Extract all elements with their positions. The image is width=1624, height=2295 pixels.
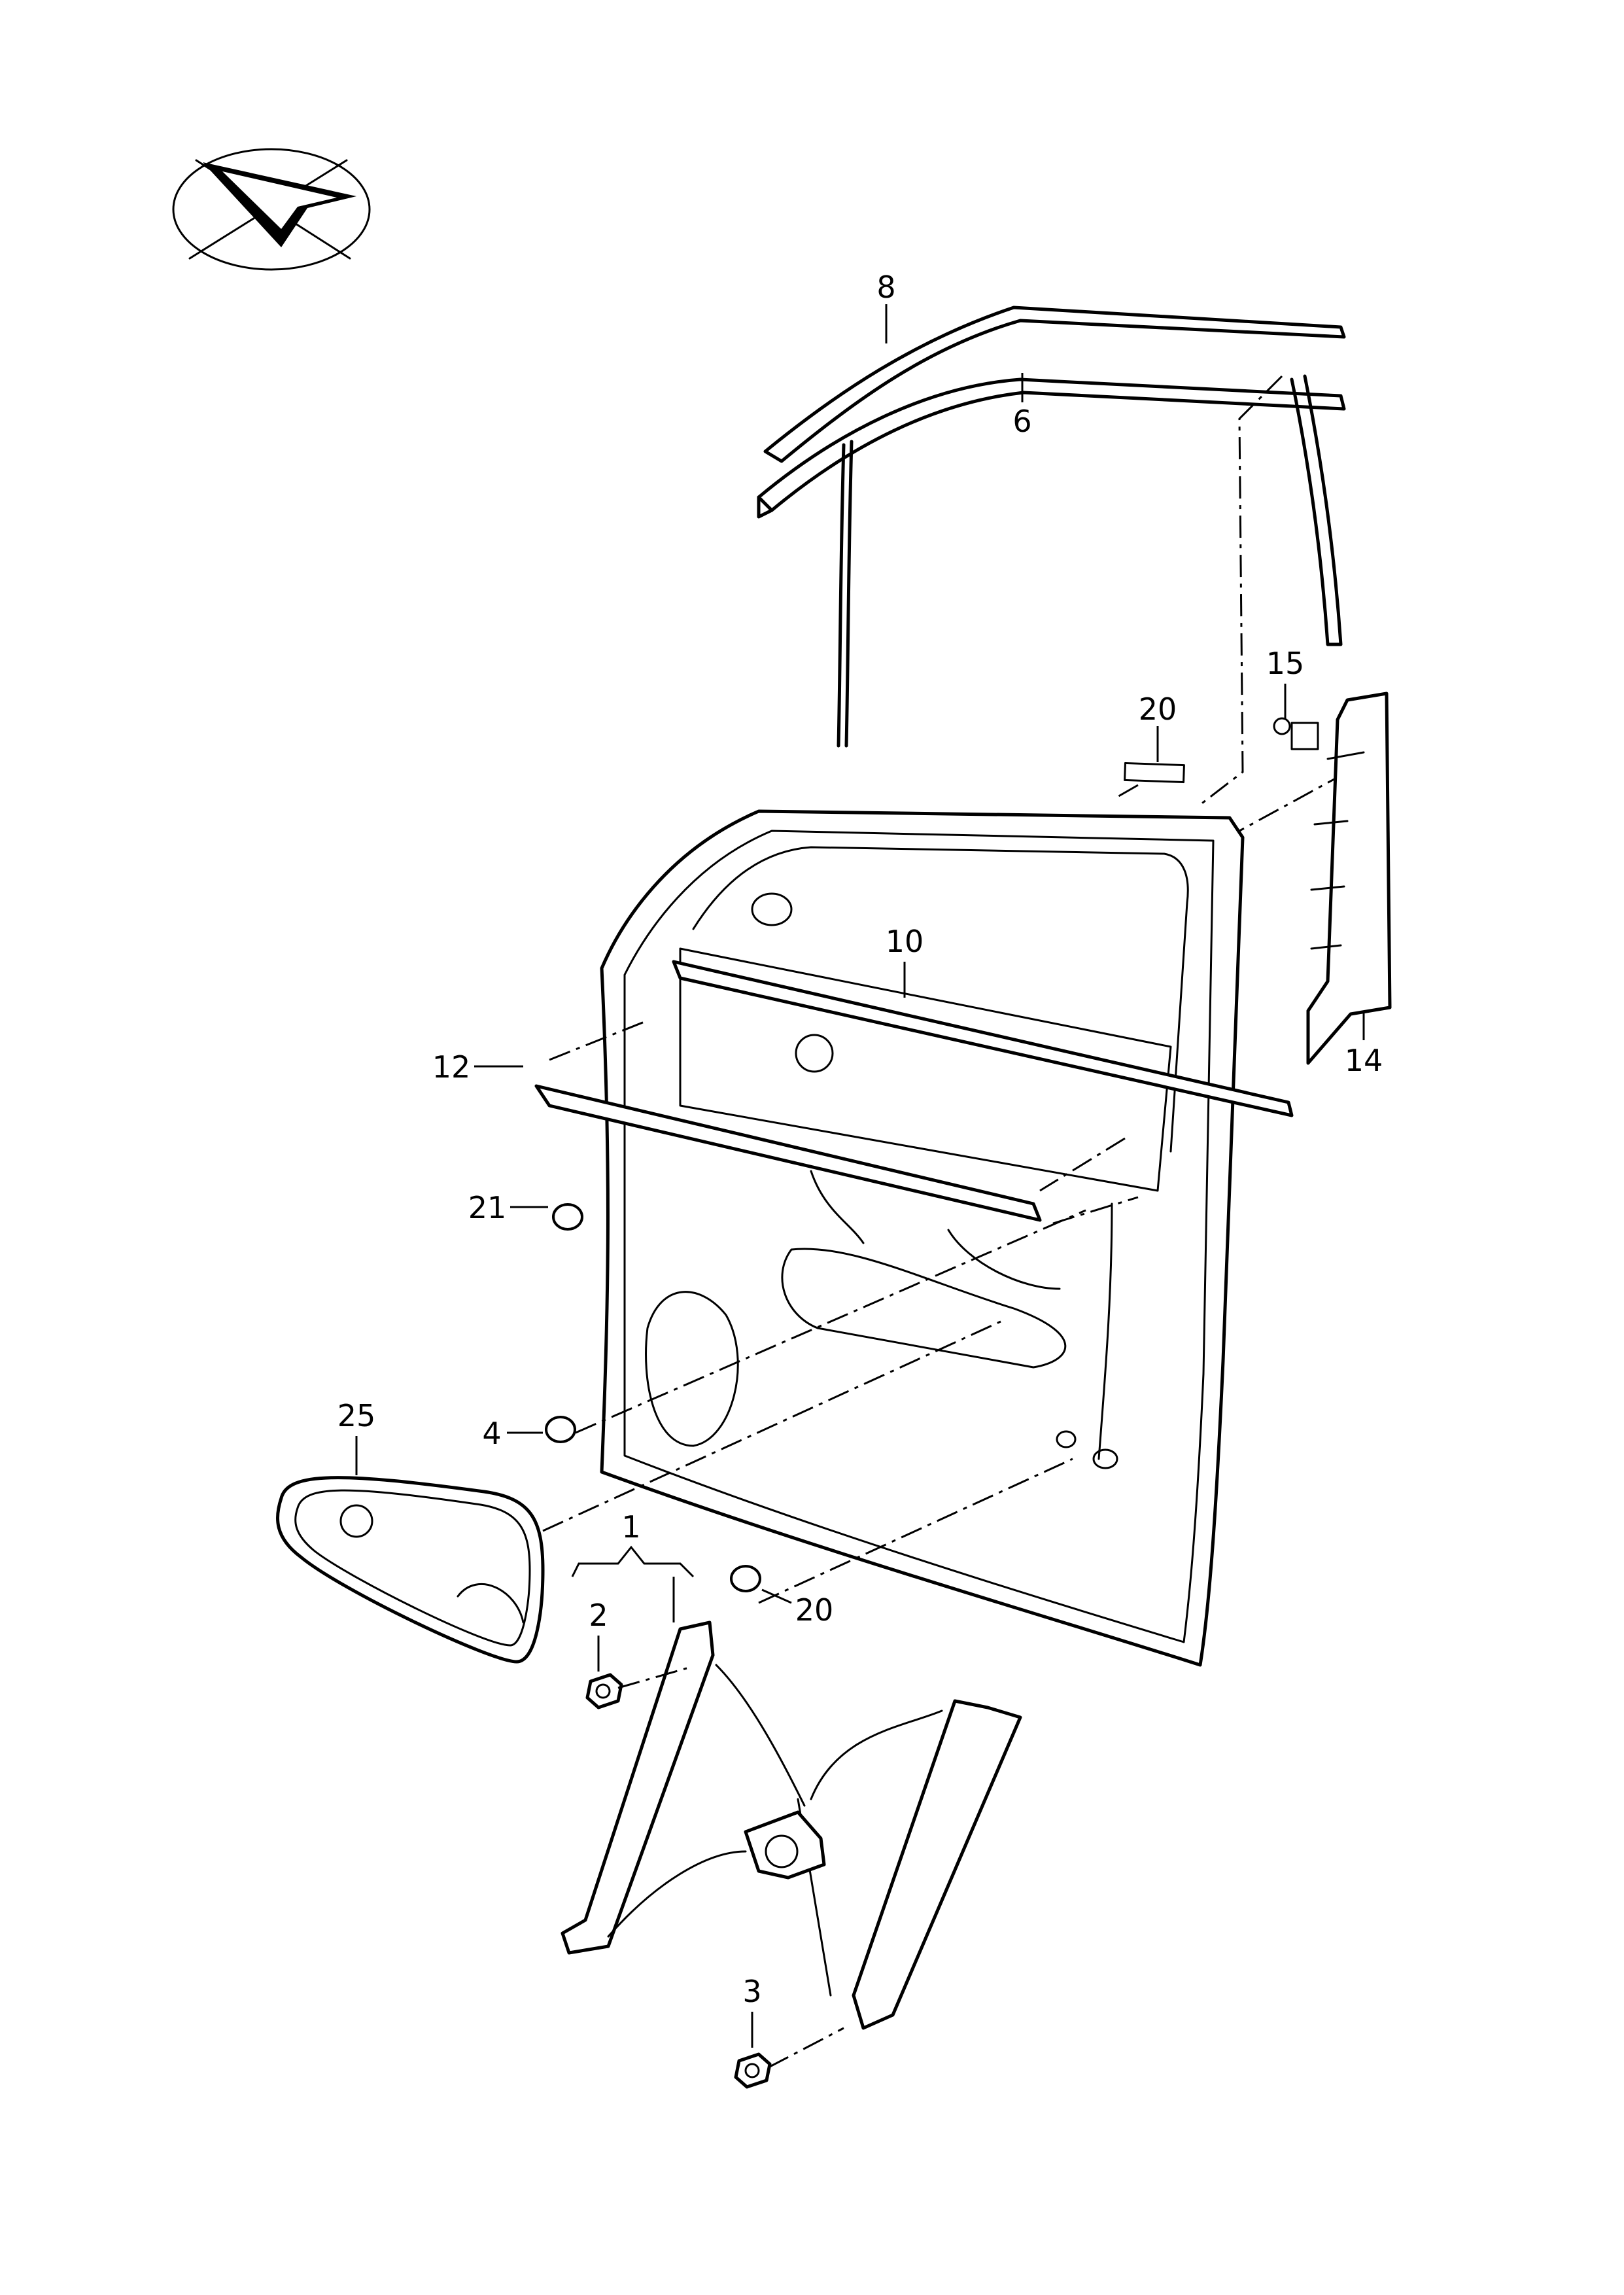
orientation-arrow-icon <box>172 148 371 271</box>
callout-12: 12 <box>432 1049 471 1085</box>
callout-20-top: 20 <box>1139 692 1177 727</box>
nut-2 <box>585 1673 623 1709</box>
clip-15 <box>1273 717 1319 750</box>
upper-window-seal <box>757 306 1346 748</box>
callout-15: 15 <box>1266 646 1305 681</box>
door-shell <box>600 809 1245 1667</box>
callout-4: 4 <box>482 1416 501 1451</box>
callout-8: 8 <box>876 270 895 305</box>
callout-10: 10 <box>886 924 924 959</box>
callout-21: 21 <box>468 1190 507 1225</box>
window-regulator-1 <box>561 1621 1022 2030</box>
callout-2: 2 <box>589 1598 608 1633</box>
callout-14: 14 <box>1345 1043 1383 1078</box>
nut-3 <box>734 2052 772 2089</box>
callout-3: 3 <box>742 1974 761 2009</box>
cover-25 <box>276 1476 545 1664</box>
callout-1: 1 <box>621 1509 640 1545</box>
callout-20-bottom: 20 <box>795 1592 834 1628</box>
callout-25: 25 <box>337 1398 376 1433</box>
callout-6: 6 <box>1012 404 1031 439</box>
